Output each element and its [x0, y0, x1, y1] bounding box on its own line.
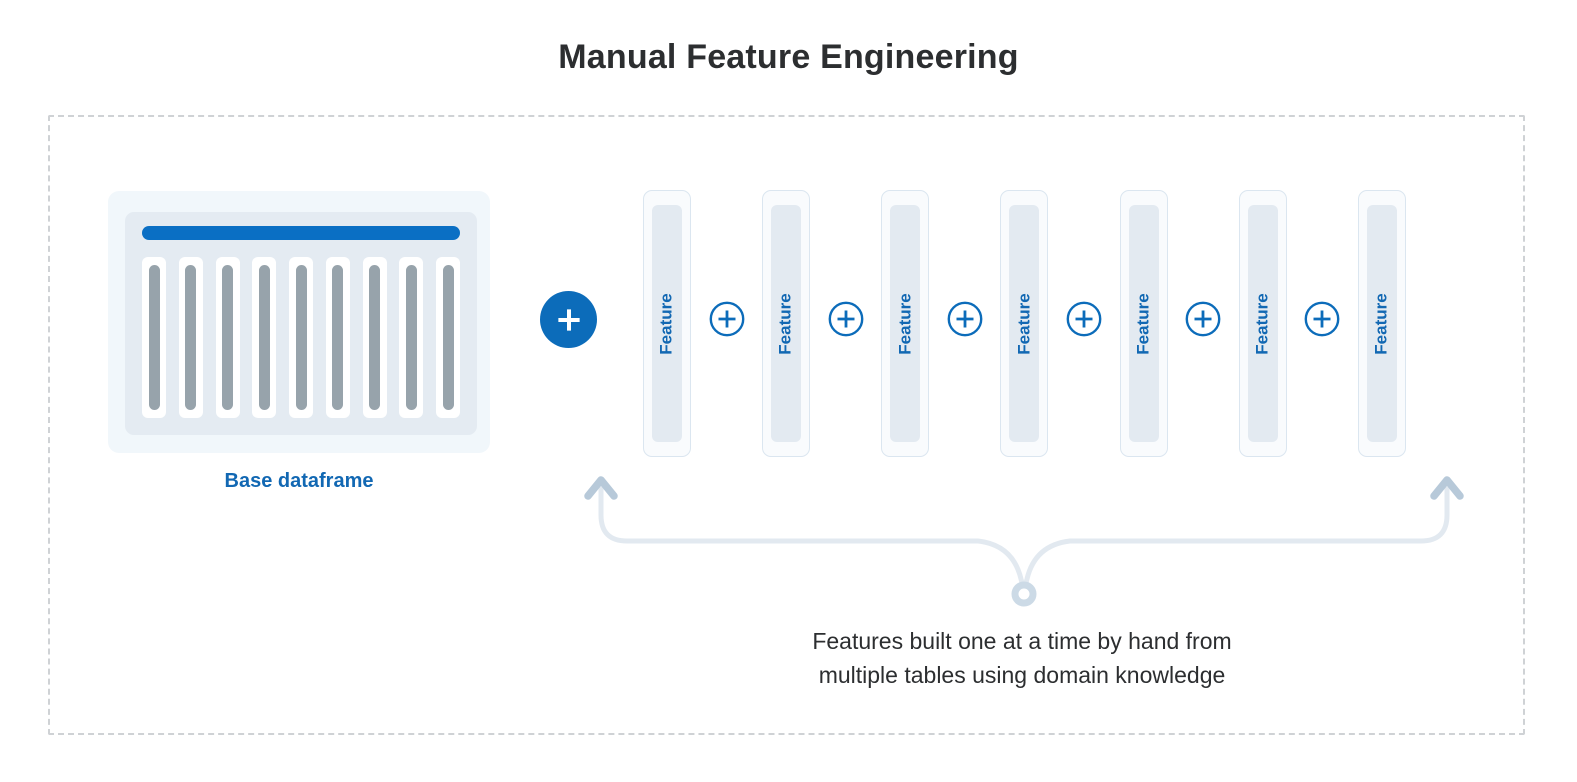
- plus-circle-icon: [1066, 301, 1102, 337]
- features-row: Feature Feature Feature Feature: [643, 190, 1406, 457]
- feature-column: Feature: [881, 190, 930, 457]
- feature-label: Feature: [895, 292, 915, 355]
- dataframe-column: [436, 257, 460, 418]
- caption-text: Features built one at a time by hand fro…: [812, 624, 1231, 692]
- feature-column-fill: [1366, 205, 1397, 442]
- caption-line-2: multiple tables using domain knowledge: [818, 662, 1226, 688]
- plus-circle-icon: [1304, 301, 1340, 337]
- dataframe-column: [399, 257, 424, 418]
- base-dataframe-graphic: [108, 191, 490, 453]
- plus-circle-icon: [947, 301, 983, 337]
- dataframe-column-bar: [405, 265, 417, 410]
- feature-column-fill: [1247, 205, 1278, 442]
- feature-column: Feature: [1357, 190, 1406, 457]
- diagram-title: Manual Feature Engineering: [558, 38, 1019, 76]
- feature-label: Feature: [1371, 292, 1391, 355]
- dataframe-column-bar: [148, 265, 160, 410]
- base-dataframe-label: Base dataframe: [224, 470, 374, 492]
- dataframe-column-bar: [222, 265, 233, 410]
- dataframe-column-bar: [185, 265, 197, 410]
- dataframe-column: [362, 257, 387, 418]
- feature-column: Feature: [1238, 190, 1287, 457]
- feature-column-fill: [1128, 205, 1159, 442]
- dataframe-column-bar: [258, 265, 270, 410]
- plus-circle-icon: [828, 301, 864, 337]
- feature-label: Feature: [1252, 292, 1272, 355]
- feature-column: Feature: [762, 190, 811, 457]
- curly-brace-arrows-icon: [584, 476, 1464, 607]
- base-dataframe-panel: [125, 212, 477, 435]
- dataframe-column: [325, 257, 350, 418]
- dataframe-column: [289, 257, 313, 418]
- feature-column-fill: [890, 205, 921, 442]
- dataframe-column-bar: [332, 265, 344, 410]
- feature-label: Feature: [776, 292, 796, 355]
- dataframe-column-bar: [295, 265, 307, 410]
- dataframe-header-bar: [142, 226, 460, 240]
- dataframe-column-bar: [442, 265, 454, 410]
- dataframe-column: [142, 257, 166, 418]
- plus-icon: [540, 291, 597, 348]
- caption-line-1: Features built one at a time by hand fro…: [812, 628, 1232, 654]
- dataframe-column: [215, 257, 240, 418]
- plus-circle-icon: [709, 301, 744, 337]
- feature-column: Feature: [1119, 190, 1168, 457]
- dataframe-columns: [142, 257, 460, 418]
- feature-label: Feature: [657, 292, 677, 355]
- plus-circle-icon: [1185, 301, 1221, 337]
- feature-column-fill: [652, 205, 682, 442]
- feature-column-fill: [771, 205, 802, 442]
- feature-label: Feature: [1133, 292, 1153, 355]
- dataframe-column: [178, 257, 203, 418]
- feature-column-fill: [1009, 205, 1040, 442]
- plus-glyph: [557, 308, 580, 331]
- dataframe-column: [252, 257, 277, 418]
- feature-label: Feature: [1014, 292, 1034, 355]
- feature-column: Feature: [643, 190, 691, 457]
- dataframe-column-bar: [369, 265, 380, 410]
- feature-column: Feature: [1000, 190, 1049, 457]
- dashed-boundary: [48, 115, 1525, 735]
